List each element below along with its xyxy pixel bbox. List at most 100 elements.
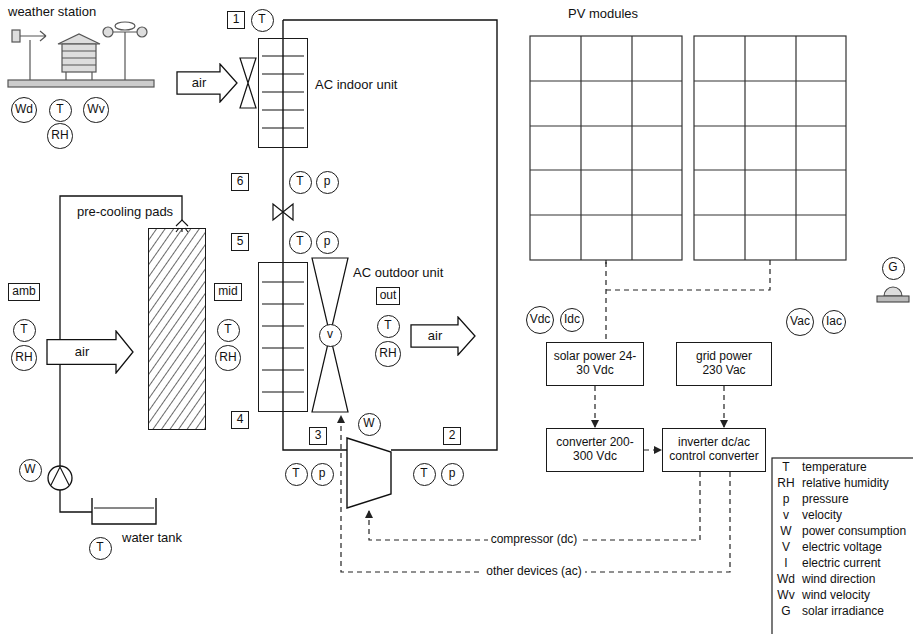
pv-panels <box>530 36 846 260</box>
node-label: solar power 24-30 Vdc <box>551 350 639 378</box>
arrow-shape <box>411 317 475 355</box>
node-label: Idc <box>564 313 580 327</box>
indoor-fins <box>262 56 304 128</box>
expansion-valve <box>273 204 293 220</box>
node-label: G <box>888 261 897 275</box>
pyranometer <box>877 287 909 302</box>
sensor-circle: T <box>289 231 312 254</box>
node-label: T <box>20 323 27 337</box>
sensor-circle: T <box>251 9 274 32</box>
power-connector <box>644 449 662 450</box>
sensor-circle: T <box>49 99 72 122</box>
state-point-box: 6 <box>231 173 249 191</box>
node-label: RH <box>15 351 32 365</box>
sensor-circle: Vdc <box>526 306 555 335</box>
legend-symbol: W <box>780 525 791 539</box>
node-label: 1 <box>233 13 240 27</box>
legend-text: solar irradiance <box>802 605 884 619</box>
arrow-shape <box>177 64 237 102</box>
node-label: W <box>363 417 374 431</box>
state-point-box: mid <box>214 283 241 301</box>
sensor-circle: RH <box>11 345 36 370</box>
node-label: 5 <box>237 235 244 249</box>
sensor-circle: W <box>19 459 42 482</box>
state-point-box: 1 <box>227 11 245 29</box>
sensor-circle: v <box>319 324 342 347</box>
node-label: converter 200-300 Vdc <box>551 436 639 464</box>
sensor-circle: T <box>285 463 308 486</box>
pv-modules: PV modules <box>528 6 850 262</box>
sensor-circle: T <box>89 537 112 560</box>
screen-legs <box>66 72 92 80</box>
sensor-circle: T <box>377 315 400 338</box>
node-label: T <box>420 467 427 481</box>
node-label: T <box>384 319 391 333</box>
node-label: inverter dc/ac control converter <box>667 436 761 464</box>
legend-text: velocity <box>802 509 842 523</box>
arrow-outline <box>46 330 134 374</box>
outdoor-fan <box>312 258 348 412</box>
node-label: grid power 230 Vac <box>688 350 760 378</box>
node-label: amb <box>12 285 35 299</box>
legend-symbol: Wv <box>777 589 794 603</box>
legend-symbol: V <box>782 541 790 555</box>
node-label: air <box>428 329 458 344</box>
screen-louvers <box>62 51 96 65</box>
node-label: air <box>192 76 222 91</box>
sensor-circle: T <box>413 463 436 486</box>
state-point-box: 3 <box>309 427 327 445</box>
legend-text: wind velocity <box>802 589 870 603</box>
vane-arrow <box>20 31 46 41</box>
node-label: p <box>449 467 456 481</box>
node-label: Iac <box>826 315 842 329</box>
sensor-circle: RH <box>375 341 400 366</box>
legend-text: pressure <box>802 493 849 507</box>
node-label: T <box>96 541 103 555</box>
line-label: compressor (dc) <box>488 533 581 547</box>
node-label: Vac <box>790 315 810 329</box>
legend-text: power consumption <box>802 525 906 539</box>
node-label: W <box>24 463 35 477</box>
sensor-circle: T <box>289 171 312 194</box>
sensor-circle: Wv <box>83 97 108 122</box>
air-arrow: air <box>176 63 238 103</box>
sensor-circle: RH <box>215 345 240 370</box>
outdoor-fins <box>262 282 304 392</box>
legend-text: electric current <box>802 557 881 571</box>
legend-text: wind direction <box>802 573 875 587</box>
water-level <box>94 508 154 509</box>
node-label: out <box>380 289 397 303</box>
legend-symbol: v <box>783 509 789 523</box>
tank-outline <box>92 498 156 524</box>
node-label: Wd <box>15 103 33 117</box>
node-label: AC outdoor unit <box>353 266 443 281</box>
anemometer-ring <box>115 22 135 30</box>
weather-station-drawing <box>8 22 154 87</box>
sensor-circle: p <box>311 463 334 486</box>
node-label: T <box>224 323 231 337</box>
sensor-circle: T <box>13 319 36 342</box>
node-label: PV modules <box>568 7 638 22</box>
outdoor-unit: AC outdoor unit <box>258 262 308 412</box>
indoor-unit: AC indoor unit <box>258 38 308 148</box>
sensor-circle: Iac <box>822 310 846 334</box>
node-label: water tank <box>122 531 182 546</box>
legend-symbol: p <box>783 493 790 507</box>
node-label: AC indoor unit <box>315 78 397 93</box>
legend-symbol: G <box>781 605 790 619</box>
node-label: RH <box>379 347 396 361</box>
sensor-circle: RH <box>47 123 72 148</box>
water-tank: water tank <box>92 500 156 524</box>
legend-symbol: I <box>784 557 787 571</box>
node-label: p <box>324 175 331 189</box>
node-label: p <box>319 467 326 481</box>
node-label: 4 <box>237 413 244 427</box>
power-connector <box>605 262 606 342</box>
power-connector <box>723 386 724 428</box>
stevenson-screen <box>62 44 96 72</box>
arrow-outline <box>410 316 476 356</box>
sensor-circle: Idc <box>560 308 584 332</box>
line-label: other devices (ac) <box>483 565 584 579</box>
legend-text: relative humidity <box>802 477 889 491</box>
anemometer-cup <box>103 27 113 37</box>
